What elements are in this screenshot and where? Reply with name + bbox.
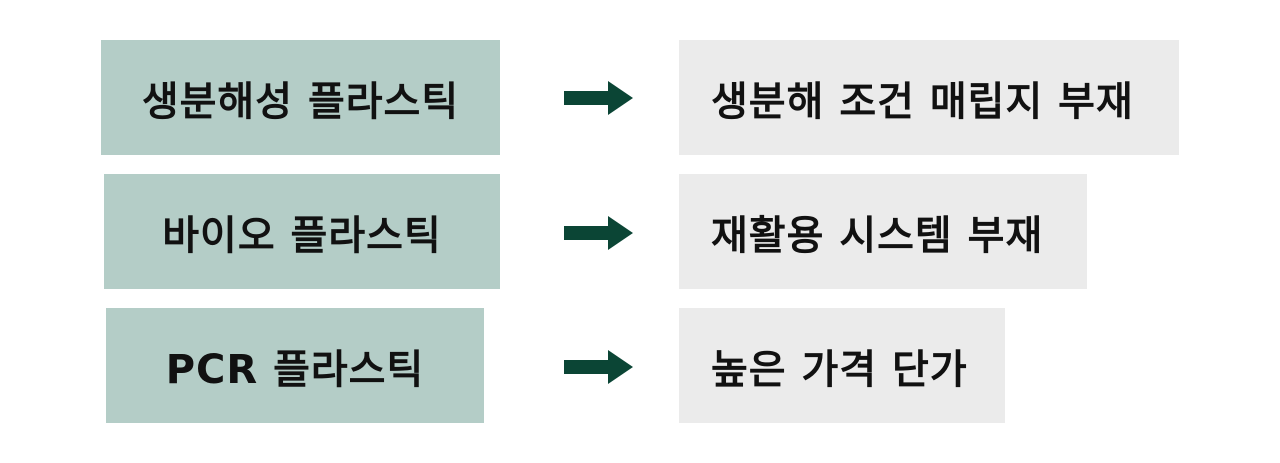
right-arrow-icon (564, 350, 633, 384)
plastic-type-label: 생분해성 플라스틱 (141, 78, 460, 125)
plastic-type-label: 바이오 플라스틱 (162, 212, 442, 259)
issue-box: 높은 가격 단가 (679, 308, 1005, 423)
right-arrow-icon (564, 216, 633, 250)
issue-label: 재활용 시스템 부재 (711, 212, 1044, 259)
plastic-type-label: PCR 플라스틱 (165, 346, 425, 393)
issue-label: 높은 가격 단가 (711, 346, 968, 393)
issue-box: 재활용 시스템 부재 (679, 174, 1087, 289)
issue-box: 생분해 조건 매립지 부재 (679, 40, 1179, 155)
right-arrow-icon (564, 81, 633, 115)
plastic-type-box: 바이오 플라스틱 (104, 174, 500, 289)
plastic-type-box: PCR 플라스틱 (106, 308, 484, 423)
issue-label: 생분해 조건 매립지 부재 (711, 78, 1134, 125)
plastic-type-box: 생분해성 플라스틱 (101, 40, 500, 155)
